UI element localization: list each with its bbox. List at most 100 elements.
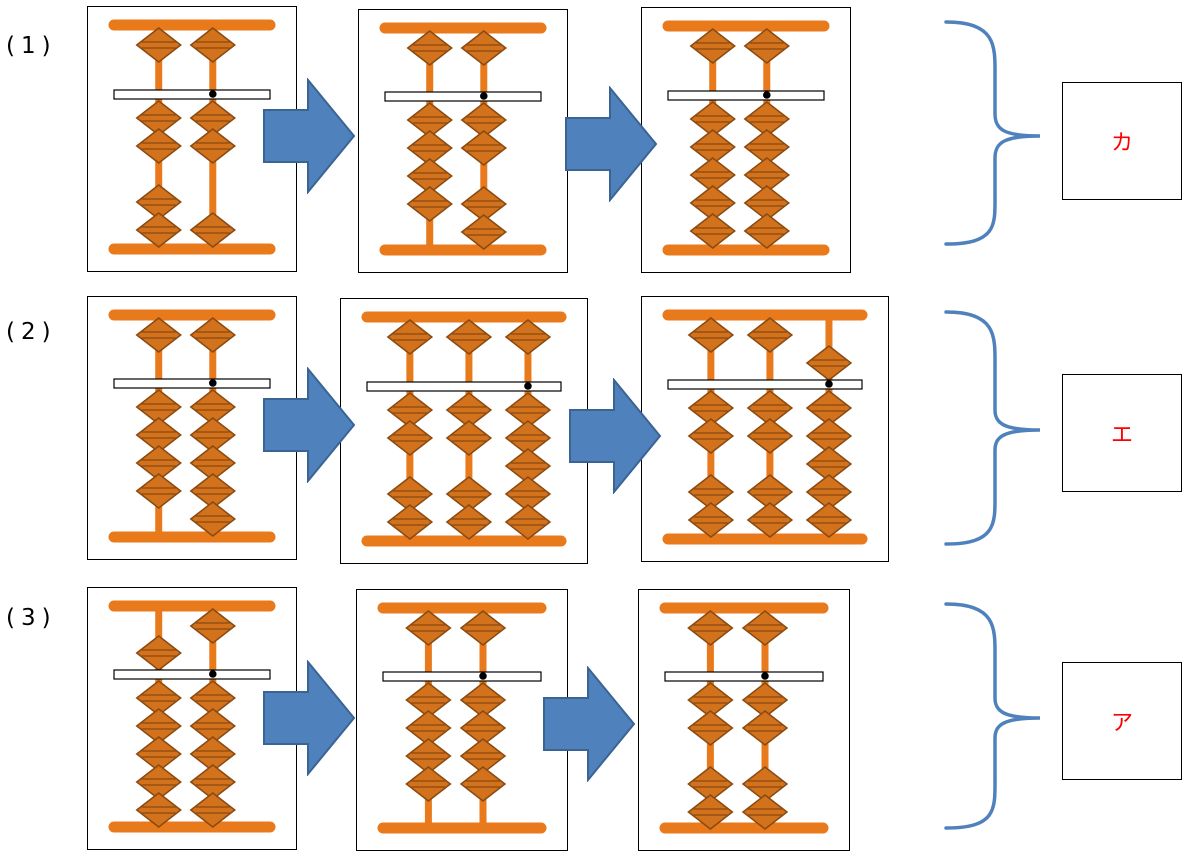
bead	[687, 474, 735, 510]
bead	[135, 417, 182, 453]
abacus-beam	[366, 381, 562, 392]
bead	[689, 129, 736, 165]
bead	[189, 212, 237, 248]
bead	[805, 418, 853, 454]
bead	[687, 766, 734, 802]
bead	[135, 100, 182, 136]
arrow-icon	[263, 367, 356, 483]
abacus-2-1	[87, 296, 297, 560]
problem-label-3: (3)	[6, 605, 57, 631]
bead	[189, 792, 237, 828]
bead	[687, 794, 734, 830]
abacus-beam	[382, 671, 542, 682]
unit-dot	[209, 379, 217, 387]
answer-box-2: エ	[1062, 374, 1182, 492]
bead	[741, 794, 789, 830]
bead	[743, 101, 791, 137]
bead	[460, 214, 508, 250]
bead	[746, 418, 794, 454]
abacus-beam	[664, 671, 824, 682]
bead	[687, 610, 734, 646]
arrow-icon	[543, 666, 636, 782]
unit-dot	[480, 92, 488, 100]
bead	[135, 184, 182, 220]
brace-icon	[944, 602, 1041, 830]
bead	[689, 101, 736, 137]
bead	[189, 417, 237, 453]
bead	[135, 764, 182, 800]
abacus-beam	[667, 90, 825, 101]
bead	[504, 420, 552, 456]
bead	[189, 736, 237, 772]
bead	[741, 610, 789, 646]
unit-dot	[524, 382, 532, 390]
bead	[504, 476, 552, 512]
bead	[743, 185, 791, 221]
answer-box-3: ア	[1062, 662, 1182, 780]
bead	[406, 158, 453, 194]
brace-icon	[944, 20, 1041, 246]
bead	[504, 319, 552, 355]
bead	[135, 128, 182, 164]
answer-box-1: カ	[1062, 82, 1182, 200]
brace-icon	[944, 310, 1041, 546]
bead	[386, 476, 434, 512]
bead	[689, 28, 736, 64]
bead	[459, 610, 507, 646]
bead	[805, 390, 853, 426]
bead	[459, 710, 507, 746]
bead	[689, 157, 736, 193]
bead	[135, 473, 182, 509]
answer-text-1: カ	[1110, 131, 1133, 156]
bead	[189, 100, 237, 136]
bead	[743, 28, 791, 64]
bead	[504, 448, 552, 484]
abacus-1-2	[358, 9, 568, 273]
abacus-beam	[113, 378, 271, 389]
problem-label-2: (2)	[6, 319, 57, 345]
bead	[746, 474, 794, 510]
answer-text-2: エ	[1110, 423, 1133, 448]
abacus-1-3	[641, 7, 851, 273]
answer-text-3: ア	[1110, 711, 1133, 736]
bead	[746, 317, 794, 353]
abacus-beam	[113, 89, 271, 100]
abacus-beam	[667, 379, 863, 390]
bead	[459, 682, 507, 718]
bead	[189, 317, 237, 353]
bead	[406, 30, 453, 66]
bead	[135, 635, 182, 671]
bead	[689, 213, 736, 249]
abacus-1-1	[87, 6, 297, 272]
bead	[135, 27, 182, 63]
bead	[687, 390, 735, 426]
bead	[459, 738, 507, 774]
bead	[406, 186, 453, 222]
bead	[189, 764, 237, 800]
abacus-beam	[384, 91, 542, 102]
bead	[189, 128, 237, 164]
bead	[460, 186, 508, 222]
bead	[741, 766, 789, 802]
arrow-icon	[569, 378, 662, 494]
bead	[746, 502, 794, 538]
bead	[135, 736, 182, 772]
bead	[189, 708, 237, 744]
bead	[405, 682, 452, 718]
bead	[746, 390, 794, 426]
bead	[805, 474, 853, 510]
bead	[504, 504, 552, 540]
bead	[135, 445, 182, 481]
bead	[743, 157, 791, 193]
bead	[445, 392, 493, 428]
unit-dot	[761, 672, 769, 680]
abacus-3-3	[638, 589, 850, 851]
bead	[689, 185, 736, 221]
bead	[687, 418, 735, 454]
arrow-icon	[263, 78, 356, 194]
bead	[135, 680, 182, 716]
bead	[687, 317, 735, 353]
unit-dot	[479, 672, 487, 680]
bead	[445, 319, 493, 355]
bead	[805, 502, 853, 538]
